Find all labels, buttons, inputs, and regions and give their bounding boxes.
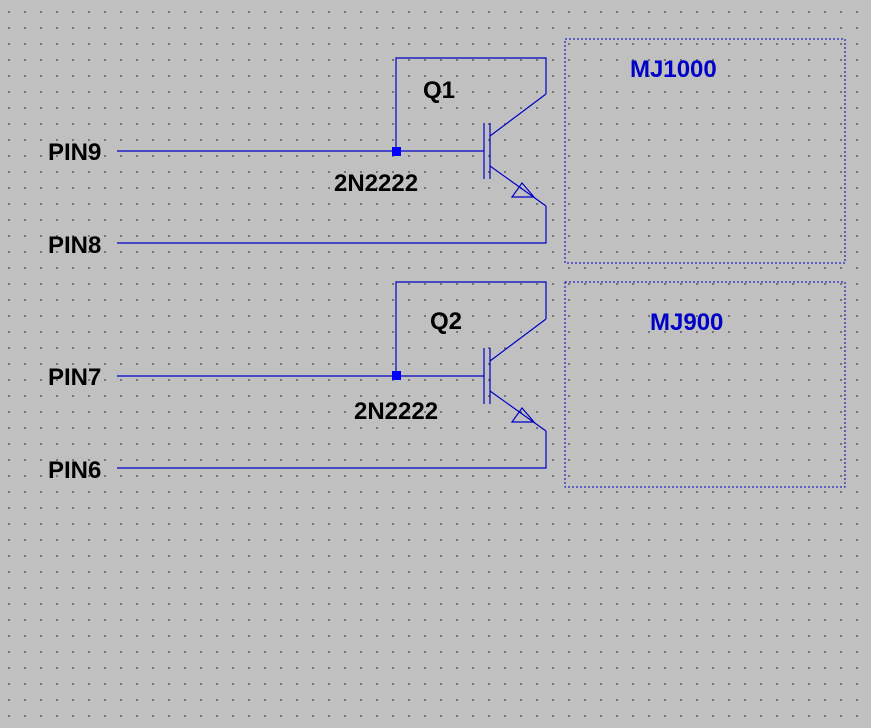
wire-emitter-pin8[interactable] [117, 206, 547, 244]
pin7-label[interactable]: PIN7 [48, 364, 101, 391]
comment-box-mj900[interactable] [564, 281, 846, 488]
q2-ref-label[interactable]: Q2 [430, 308, 462, 335]
q1-emitter-lead [489, 165, 547, 207]
comment-mj900[interactable]: MJ900 [650, 309, 723, 336]
q1-emitter-arrow-icon [510, 182, 536, 198]
pin9-label[interactable]: PIN9 [48, 139, 101, 166]
wire-q2-collector-loop[interactable] [395, 281, 547, 376]
q2-model-label[interactable]: 2N2222 [354, 398, 438, 425]
wire-q1-collector-loop[interactable] [395, 57, 547, 151]
wire-emitter-pin6[interactable] [117, 431, 547, 469]
circuit-q1: PIN9 PIN8 Q1 2N2222 MJ1000 [48, 38, 846, 264]
q2-emitter-lead [489, 390, 547, 432]
q1-ref-label[interactable]: Q1 [423, 77, 455, 104]
q2-emitter-arrow-icon [510, 407, 536, 423]
comment-box-mj1000[interactable] [564, 38, 846, 264]
junction-dot [392, 147, 401, 156]
q2-collector-lead [489, 318, 547, 362]
comment-mj1000[interactable]: MJ1000 [630, 56, 717, 83]
junction-dot [392, 371, 401, 380]
q1-collector-lead [489, 93, 547, 137]
q1-model-label[interactable]: 2N2222 [334, 170, 418, 197]
circuit-q2: PIN7 PIN6 Q2 2N2222 MJ900 [48, 281, 846, 488]
pin8-label[interactable]: PIN8 [48, 232, 101, 259]
pin6-label[interactable]: PIN6 [48, 457, 101, 484]
